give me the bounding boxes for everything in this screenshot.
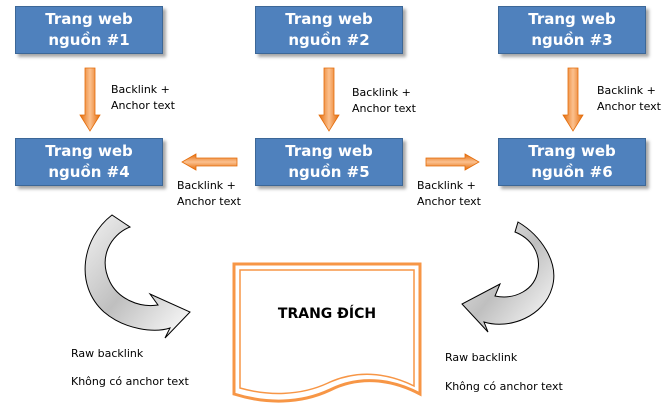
link-label-line2: Anchor text <box>417 195 481 208</box>
source-box-3-line2: nguồn #3 <box>531 31 613 49</box>
link-label-line1: Backlink + <box>417 179 476 192</box>
raw-note-right-line2: Không có anchor text <box>445 380 563 393</box>
link-label-line1: Backlink + <box>111 83 170 96</box>
source-box-2: Trang web nguồn #2 <box>255 6 403 54</box>
link-label-line2: Anchor text <box>111 99 175 112</box>
target-document-inner <box>239 269 415 395</box>
source-box-3-line1: Trang web <box>528 10 616 28</box>
source-box-5: Trang web nguồn #5 <box>255 138 403 186</box>
source-box-1-line2: nguồn #1 <box>48 31 130 49</box>
link-label-line1: Backlink + <box>177 179 236 192</box>
arrow-down-2-to-5 <box>318 67 340 132</box>
arrow-left-5-to-4 <box>181 153 238 171</box>
link-label-3-to-6: Backlink + Anchor text <box>597 83 661 115</box>
raw-note-left-line1: Raw backlink <box>71 347 144 360</box>
arrow-down-3-to-6 <box>562 67 584 132</box>
raw-note-right-line1: Raw backlink <box>445 351 518 364</box>
raw-note-left-line2: Không có anchor text <box>71 375 189 388</box>
curved-arrow-right <box>461 221 555 333</box>
source-box-4-line1: Trang web <box>45 142 133 160</box>
source-box-5-line2: nguồn #5 <box>288 163 370 181</box>
source-box-6-line1: Trang web <box>528 142 616 160</box>
source-box-1: Trang web nguồn #1 <box>15 6 163 54</box>
source-box-1-line1: Trang web <box>45 10 133 28</box>
source-box-2-line2: nguồn #2 <box>288 31 370 49</box>
link-label-1-to-4: Backlink + Anchor text <box>111 82 175 114</box>
source-box-4-line2: nguồn #4 <box>48 163 130 181</box>
link-label-line2: Anchor text <box>597 100 661 113</box>
link-label-line1: Backlink + <box>352 86 411 99</box>
arrow-right-5-to-6 <box>425 153 480 171</box>
source-box-4: Trang web nguồn #4 <box>15 138 163 186</box>
source-box-2-line1: Trang web <box>285 10 373 28</box>
link-label-5-to-4: Backlink + Anchor text <box>177 178 241 210</box>
curved-arrow-left <box>84 214 191 339</box>
link-label-line1: Backlink + <box>597 84 656 97</box>
source-box-3: Trang web nguồn #3 <box>498 6 646 54</box>
target-document-outer <box>232 262 422 403</box>
link-label-line2: Anchor text <box>352 102 416 115</box>
arrow-down-1-to-4 <box>79 67 101 132</box>
link-label-5-to-6: Backlink + Anchor text <box>417 178 481 210</box>
source-box-5-line1: Trang web <box>285 142 373 160</box>
source-box-6-line2: nguồn #6 <box>531 163 613 181</box>
target-page-title: TRANG ĐÍCH <box>277 306 377 322</box>
source-box-6: Trang web nguồn #6 <box>498 138 646 186</box>
link-label-line2: Anchor text <box>177 195 241 208</box>
link-label-2-to-5: Backlink + Anchor text <box>352 85 416 117</box>
